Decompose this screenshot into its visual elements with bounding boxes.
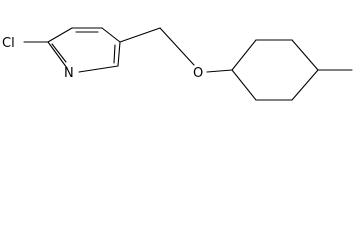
pyridine-ring (47, 27, 121, 73)
bond-o-c1 (206, 69, 233, 73)
cyclohexane-ring (231, 39, 319, 101)
chemical-structure-diagram: Cl N O (2, 27, 353, 101)
bond-ch2-o (159, 27, 195, 66)
bond-n-c2 (47, 41, 68, 69)
bond-c5-c6 (117, 41, 121, 67)
bond-c5-ch2 (119, 27, 161, 43)
atom-label-chlorine: Cl (2, 36, 15, 51)
bond-ring-c1-c2 (231, 39, 257, 71)
bond-ring-c3-c4 (291, 39, 319, 71)
bond-ring-c4-c5 (291, 69, 319, 101)
bond-ring-c6-c1 (231, 69, 257, 101)
bond-c5-c6-double (113, 44, 116, 64)
bond-c4-c5 (101, 27, 121, 43)
ether-linker (119, 27, 233, 73)
atom-label-oxygen: O (193, 66, 203, 81)
atom-label-nitrogen: N (64, 66, 74, 81)
bond-c6-n (78, 65, 119, 73)
bond-c2-c3 (47, 27, 73, 43)
bond-n-c2-double (51, 43, 67, 63)
